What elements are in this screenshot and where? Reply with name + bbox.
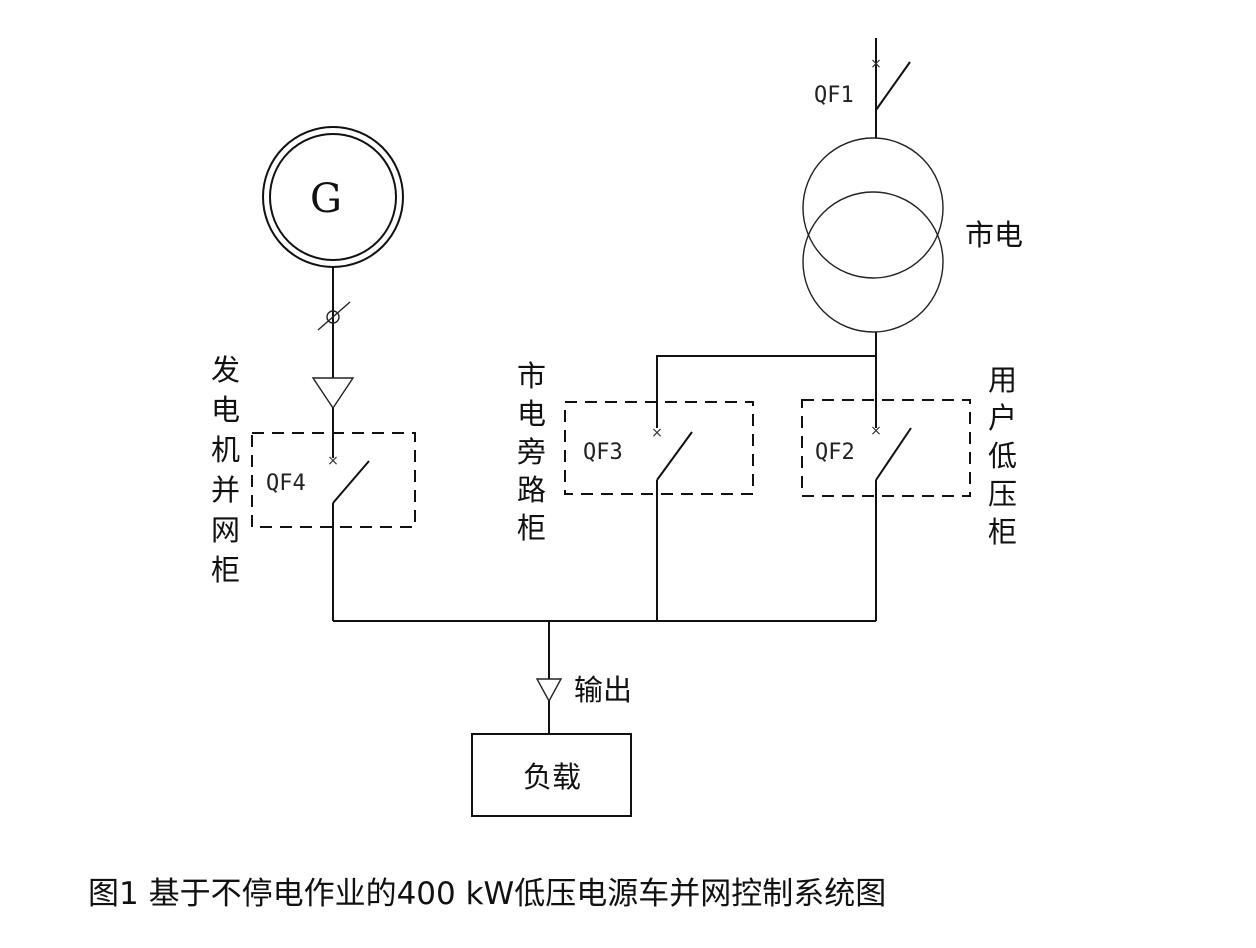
load-box (471, 733, 632, 817)
vertical-label-char: 旁 (517, 435, 546, 469)
vertical-label-char: 市 (517, 359, 546, 393)
transformer-symbol (802, 137, 944, 333)
svg-text:×: × (870, 423, 882, 439)
vertical-label-char: 路 (517, 473, 546, 507)
svg-text:×: × (651, 425, 663, 441)
output-arrow-icon (535, 678, 563, 703)
qf2-breaker-icon: × (870, 423, 912, 481)
generator-grid-cabinet-frame (251, 432, 416, 528)
figure-caption: 图1 基于不停电作业的400 kW低压电源车并网控制系统图 (88, 876, 887, 912)
qf4-breaker-icon: × (327, 453, 370, 504)
current-transformer-icon (317, 301, 351, 331)
load-label: 负载 (523, 760, 581, 794)
vertical-label-char: 机 (211, 433, 240, 467)
qf3-breaker-icon: × (651, 425, 693, 481)
vertical-label-char: 并 (211, 473, 240, 507)
transformer-to-qf3-line (656, 332, 877, 428)
qf2-label: QF2 (815, 440, 855, 465)
vertical-label-char: 用 (988, 363, 1017, 397)
vertical-label-char: 柜 (211, 553, 240, 587)
vertical-label-char: 户 (988, 401, 1017, 435)
output-label: 输出 (574, 673, 632, 707)
qf4-label: QF4 (266, 471, 306, 496)
vertical-label-char: 网 (211, 513, 240, 547)
svg-text:×: × (870, 56, 882, 72)
vertical-label-char: 柜 (517, 511, 546, 545)
vertical-label-char: 电 (211, 393, 240, 427)
user-low-voltage-cabinet-frame (801, 399, 971, 497)
vertical-label-char: 压 (988, 477, 1017, 511)
qf1-label: QF1 (814, 83, 854, 108)
generator-symbol: G (262, 126, 404, 268)
qf3-label: QF3 (583, 440, 623, 465)
vertical-label-char: 发 (211, 353, 240, 387)
generator-label: G (310, 176, 342, 222)
generator-arrow-icon (311, 377, 355, 410)
vertical-label-char: 柜 (988, 515, 1017, 549)
svg-text:×: × (327, 453, 339, 469)
grid-label: 市电 (965, 218, 1023, 252)
qf1-breaker-icon: × (870, 56, 911, 111)
vertical-label-char: 电 (517, 397, 546, 431)
vertical-label-char: 低 (988, 439, 1017, 473)
